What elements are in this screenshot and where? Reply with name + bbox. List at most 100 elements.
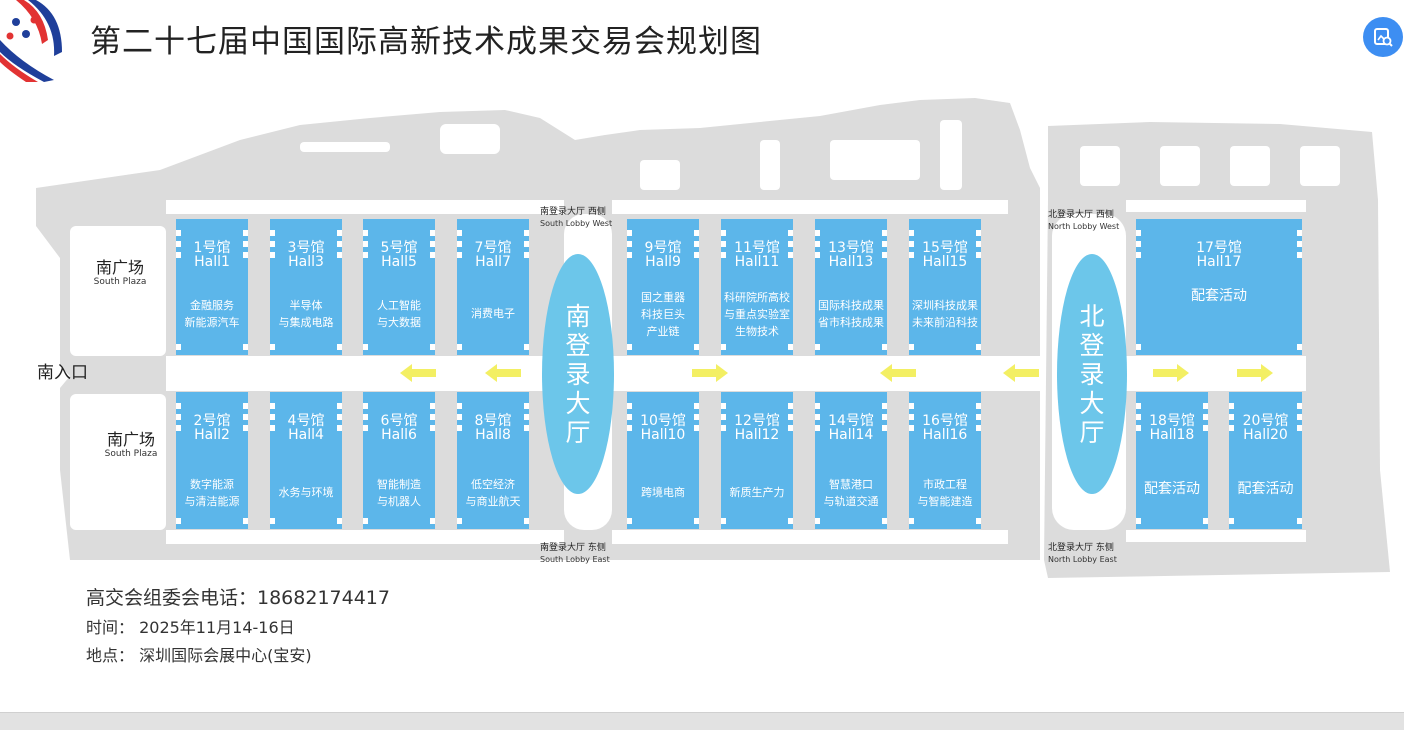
hall-wall-notch	[721, 425, 726, 431]
hall-wall-notch	[815, 230, 820, 236]
hall-wall-notch	[721, 403, 726, 409]
hall-wall-notch	[1203, 414, 1208, 420]
hall-wall-notch	[1136, 344, 1141, 350]
south-lobby[interactable]: 南登录大厅	[542, 254, 614, 494]
event-logo-icon	[0, 0, 62, 82]
page-title: 第二十七届中国国际高新技术成果交易会规划图	[90, 24, 762, 60]
hall-wall-notch	[815, 518, 820, 524]
hall-wall-notch	[363, 403, 368, 409]
hall-wall-notch	[1297, 344, 1302, 350]
hall-wall-notch	[1229, 403, 1234, 409]
hall-wall-notch	[721, 230, 726, 236]
hall-wall-notch	[976, 241, 981, 247]
hall-wall-notch	[457, 518, 462, 524]
hall-wall-notch	[363, 414, 368, 420]
hall-wall-notch	[1297, 518, 1302, 524]
hall-wall-notch	[882, 344, 887, 350]
hall-wall-notch	[909, 425, 914, 431]
hall-wall-notch	[721, 241, 726, 247]
organizer-phone: 高交会组委会电话：18682174417	[86, 587, 390, 609]
hall-wall-notch	[270, 518, 275, 524]
hall-wall-notch	[627, 414, 632, 420]
hall-wall-notch	[457, 241, 462, 247]
hall-wall-notch	[788, 425, 793, 431]
hall-wall-notch	[430, 344, 435, 350]
hall-wall-notch	[1297, 230, 1302, 236]
hall-wall-notch	[1297, 403, 1302, 409]
image-search-button[interactable]	[1363, 17, 1403, 57]
hall-wall-notch	[457, 344, 462, 350]
hall-wall-notch	[430, 403, 435, 409]
hall-wall-notch	[457, 252, 462, 258]
hall-wall-notch	[1203, 425, 1208, 431]
hall-wall-notch	[1136, 425, 1141, 431]
hall-wall-notch	[627, 518, 632, 524]
hall-wall-notch	[363, 230, 368, 236]
hall-wall-notch	[363, 252, 368, 258]
hall-wall-notch	[337, 414, 342, 420]
arrow-right-icon	[692, 364, 728, 382]
hall-wall-notch	[882, 403, 887, 409]
arrow-left-icon	[485, 364, 521, 382]
hall-wall-notch	[1136, 403, 1141, 409]
hall-wall-notch	[524, 252, 529, 258]
bottom-scroll-bar[interactable]	[0, 712, 1404, 730]
hall-wall-notch	[1297, 241, 1302, 247]
hall-wall-notch	[909, 518, 914, 524]
hall-wall-notch	[788, 518, 793, 524]
hall-wall-notch	[1229, 518, 1234, 524]
hall-wall-notch	[524, 230, 529, 236]
hall-wall-notch	[694, 414, 699, 420]
hall-wall-notch	[694, 518, 699, 524]
hall-wall-notch	[627, 344, 632, 350]
hall-wall-notch	[1297, 252, 1302, 258]
hall-wall-notch	[976, 344, 981, 350]
hall-wall-notch	[788, 230, 793, 236]
hall-wall-notch	[976, 518, 981, 524]
arrow-left-icon	[880, 364, 916, 382]
hall-wall-notch	[909, 241, 914, 247]
hall-wall-notch	[430, 425, 435, 431]
south-plaza-label-lower: 南广场 South Plaza	[104, 430, 158, 459]
hall-wall-notch	[627, 241, 632, 247]
hall-wall-notch	[430, 414, 435, 420]
hall-wall-notch	[337, 344, 342, 350]
arrow-right-icon	[1237, 364, 1273, 382]
hall-wall-notch	[721, 252, 726, 258]
hall-wall-notch	[524, 344, 529, 350]
hall-wall-notch	[815, 414, 820, 420]
hall-wall-notch	[243, 241, 248, 247]
hall-wall-notch	[1136, 241, 1141, 247]
hall-wall-notch	[815, 425, 820, 431]
hall-wall-notch	[627, 425, 632, 431]
hall-wall-notch	[627, 403, 632, 409]
arrow-right-icon	[1153, 364, 1189, 382]
hall-wall-notch	[363, 344, 368, 350]
hall-wall-notch	[524, 518, 529, 524]
hall-wall-notch	[337, 241, 342, 247]
north-lobby[interactable]: 北登录大厅	[1057, 254, 1127, 494]
